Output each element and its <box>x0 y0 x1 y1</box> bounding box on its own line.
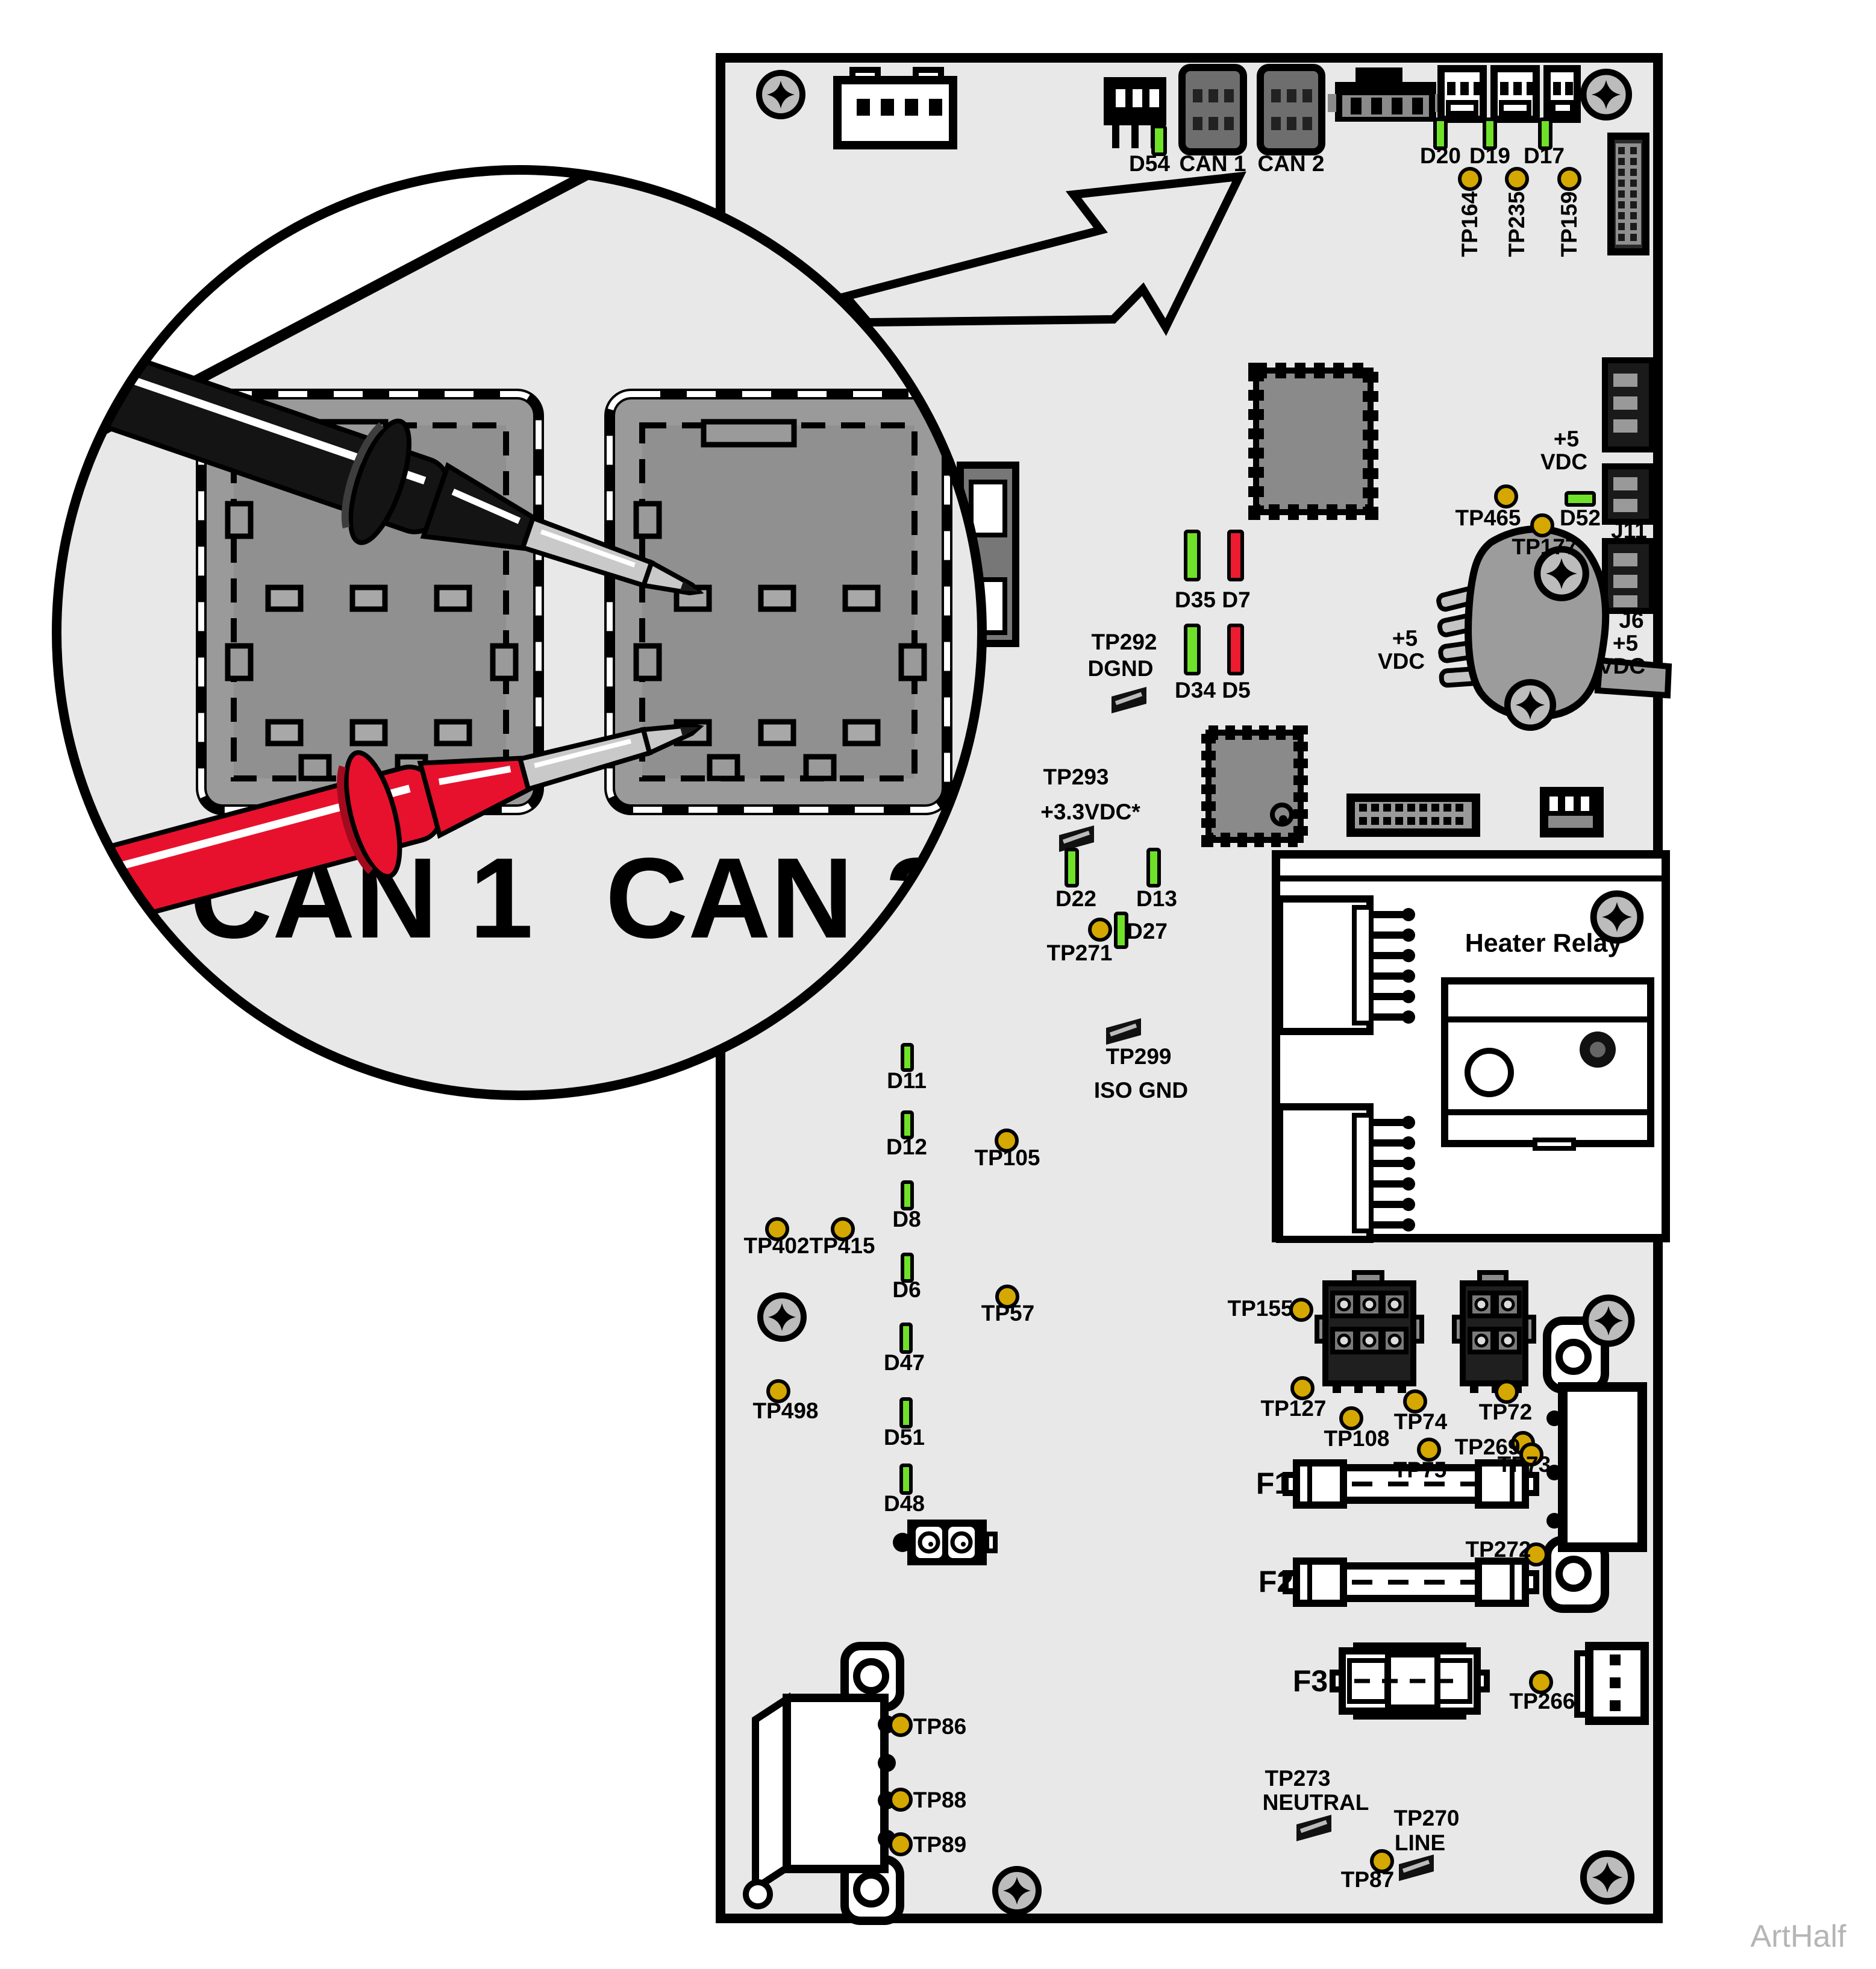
screw-icon <box>1583 1853 1631 1901</box>
heater-relay-body <box>1441 977 1654 1151</box>
j11-connector <box>1602 463 1655 525</box>
heater-connector-2 <box>1276 1103 1415 1243</box>
led-d8 <box>901 1180 914 1210</box>
ic-chip-large <box>1248 363 1378 520</box>
molex-6pin <box>1315 1270 1424 1393</box>
ic-chip-small <box>1201 725 1308 847</box>
white-connector-b <box>1490 65 1540 123</box>
j6-connector <box>1602 538 1655 614</box>
led-d19 <box>1483 117 1497 150</box>
can2-connector-magnified <box>604 389 952 815</box>
fuse-f3 <box>1330 1642 1490 1720</box>
testpoint-tp105 <box>995 1128 1019 1153</box>
power-connector <box>1543 1316 1647 1613</box>
two-pin-connector <box>893 1520 998 1565</box>
testpoint-tp235 <box>1505 167 1529 191</box>
testpoint-tp159 <box>1557 167 1581 191</box>
pressure-sensor <box>1436 525 1672 728</box>
white-connector-a <box>1437 65 1487 123</box>
testpoint-tp415 <box>831 1217 855 1241</box>
led-d51 <box>899 1397 913 1429</box>
can1-connector <box>1178 64 1247 155</box>
led-d34 <box>1184 624 1201 675</box>
testpoint-tp155 <box>1289 1298 1313 1322</box>
testpoint-tp465 <box>1494 484 1518 509</box>
white-connector-c <box>1543 65 1581 123</box>
white-4pin-connector <box>833 67 957 149</box>
fuse-f1 <box>1286 1463 1536 1505</box>
testpoint-tp402 <box>765 1217 789 1241</box>
testpoint-tp266 <box>1529 1670 1553 1694</box>
screw-icon <box>1507 682 1553 728</box>
testpoint-tp86 <box>889 1713 913 1737</box>
led-d5 <box>1227 624 1244 675</box>
testpoint-tp72 <box>1495 1380 1519 1404</box>
testpoint-tp75 <box>1417 1438 1441 1462</box>
testpoint-tp108 <box>1339 1406 1363 1430</box>
testpoint-tp177 <box>1530 513 1554 537</box>
led-d47 <box>899 1323 913 1354</box>
screw-icon <box>1537 549 1586 598</box>
line-3pin-connector <box>1574 1642 1649 1725</box>
testpoint-tp271 <box>1088 918 1112 942</box>
testpoint-tp57 <box>995 1285 1019 1309</box>
led-d11 <box>901 1043 914 1072</box>
screw-icon <box>759 73 802 116</box>
led-d52 <box>1565 491 1596 507</box>
led-d6 <box>901 1253 914 1283</box>
magnifier-circle-outline <box>52 165 987 1100</box>
led-d22 <box>1065 848 1079 887</box>
led-layer <box>899 117 1596 1495</box>
screw-icon <box>1583 72 1629 117</box>
led-d13 <box>1146 848 1161 887</box>
molex-4pin <box>1452 1270 1536 1393</box>
testpoint-tp269 <box>1519 1442 1543 1467</box>
testpoint-tp272 <box>1524 1542 1548 1567</box>
plus5vdc-connector <box>1602 357 1655 452</box>
testpoint-tp127 <box>1290 1376 1315 1400</box>
led-d27 <box>1114 912 1128 949</box>
led-d12 <box>901 1110 914 1139</box>
testpoint-tp498 <box>766 1379 790 1403</box>
can2-connector <box>1257 64 1325 155</box>
led-d35 <box>1184 530 1201 581</box>
mounting-hole <box>743 1879 773 1909</box>
led-d20 <box>1433 117 1448 150</box>
led-d7 <box>1227 530 1244 581</box>
screw-icon <box>1593 894 1640 941</box>
black-probe <box>57 337 704 596</box>
aux-3pin-connector <box>1540 787 1604 837</box>
screw-icon <box>995 1869 1039 1912</box>
fuse-f2 <box>1286 1561 1536 1603</box>
testpoint-tp88 <box>889 1788 913 1812</box>
testpoint-tp74 <box>1403 1389 1427 1413</box>
testpoint-tp164 <box>1458 167 1482 191</box>
screw-icon <box>1586 1298 1631 1344</box>
led-d48 <box>899 1463 913 1495</box>
testpoint-tp89 <box>889 1832 913 1856</box>
header-20pin <box>1346 794 1480 837</box>
idc-28pin-connector <box>1607 133 1649 255</box>
led-d54 <box>1151 125 1167 156</box>
screw-icon <box>760 1295 804 1339</box>
testpoint-tp87 <box>1370 1849 1394 1873</box>
heater-connector-1 <box>1276 895 1415 1035</box>
led-d17 <box>1538 117 1552 150</box>
mains-connector <box>752 1642 904 1925</box>
testpoint-layer <box>765 167 1581 1873</box>
heater-relay-section <box>1272 850 1670 1243</box>
callout-arrow <box>838 171 1246 336</box>
